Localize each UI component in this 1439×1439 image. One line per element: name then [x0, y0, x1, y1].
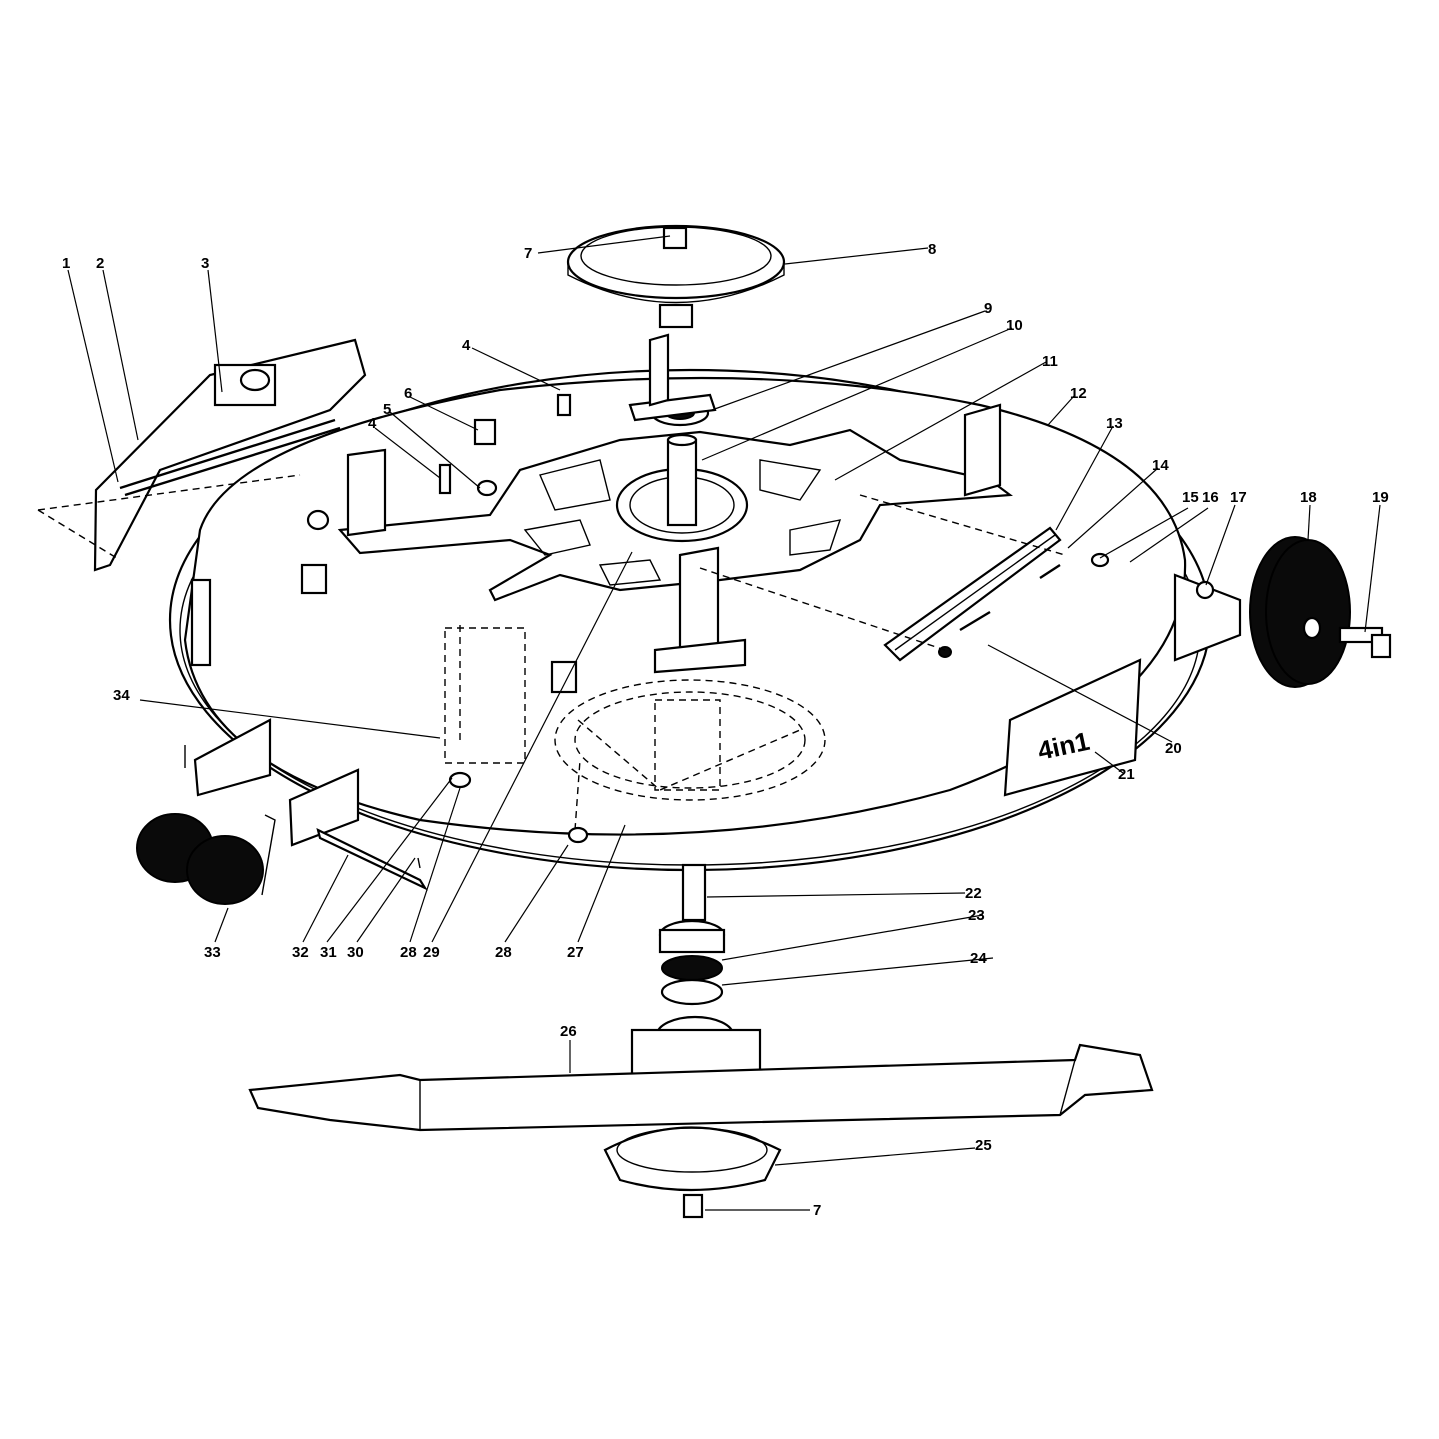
callout-8: 8 — [928, 241, 936, 258]
mower-blade — [248, 1043, 1154, 1132]
callout-28: 28 — [495, 944, 512, 961]
callout-7: 7 — [813, 1202, 821, 1219]
callout-34: 34 — [113, 687, 130, 704]
left-wheel-assembly — [136, 718, 428, 905]
callout-4: 4 — [462, 337, 471, 354]
callout-6: 6 — [404, 385, 412, 402]
callout-14: 14 — [1152, 457, 1169, 474]
callout-9: 9 — [984, 300, 992, 317]
callout-12: 12 — [1070, 385, 1087, 402]
callout-29: 29 — [423, 944, 440, 961]
callout-26: 26 — [560, 1023, 577, 1040]
callout-10: 10 — [1006, 317, 1023, 334]
hardware — [306, 393, 1110, 844]
callout-16: 16 — [1202, 489, 1219, 506]
callout-19: 19 — [1372, 489, 1389, 506]
callout-5: 5 — [383, 401, 391, 418]
callout-24: 24 — [970, 950, 987, 967]
leader-lines — [67, 235, 1381, 1211]
callout-28: 28 — [400, 944, 417, 961]
callout-23: 23 — [968, 907, 985, 924]
callout-32: 32 — [292, 944, 309, 961]
height-adjust-bar — [699, 494, 1066, 662]
blade-cup — [603, 1126, 782, 1219]
callout-4: 4 — [368, 415, 377, 432]
callout-labels: 1 2 3 4 4 5 6 7 7 8 9 10 11 12 13 14 15 … — [62, 241, 1389, 1219]
callout-17: 17 — [1230, 489, 1247, 506]
callout-15: 15 — [1182, 489, 1199, 506]
blade-pulley — [566, 224, 786, 329]
callout-1: 1 — [62, 255, 70, 272]
right-wheel-assembly — [1173, 536, 1392, 688]
discharge-chute — [37, 338, 367, 572]
lower-bearing-housing — [444, 625, 826, 831]
callout-21: 21 — [1118, 766, 1135, 783]
callout-33: 33 — [204, 944, 221, 961]
callout-18: 18 — [1300, 489, 1317, 506]
callout-25: 25 — [975, 1137, 992, 1154]
callout-3: 3 — [201, 255, 209, 272]
callout-22: 22 — [965, 885, 982, 902]
callout-2: 2 — [96, 255, 104, 272]
callout-11: 11 — [1042, 353, 1058, 370]
callout-13: 13 — [1106, 415, 1123, 432]
callout-27: 27 — [567, 944, 584, 961]
callout-7: 7 — [524, 245, 532, 262]
spindle-lower — [630, 863, 762, 1105]
callout-30: 30 — [347, 944, 364, 961]
deck-brackets — [346, 403, 1002, 674]
spindle-upper — [628, 333, 717, 527]
callout-31: 31 — [320, 944, 337, 961]
callout-20: 20 — [1165, 740, 1182, 757]
